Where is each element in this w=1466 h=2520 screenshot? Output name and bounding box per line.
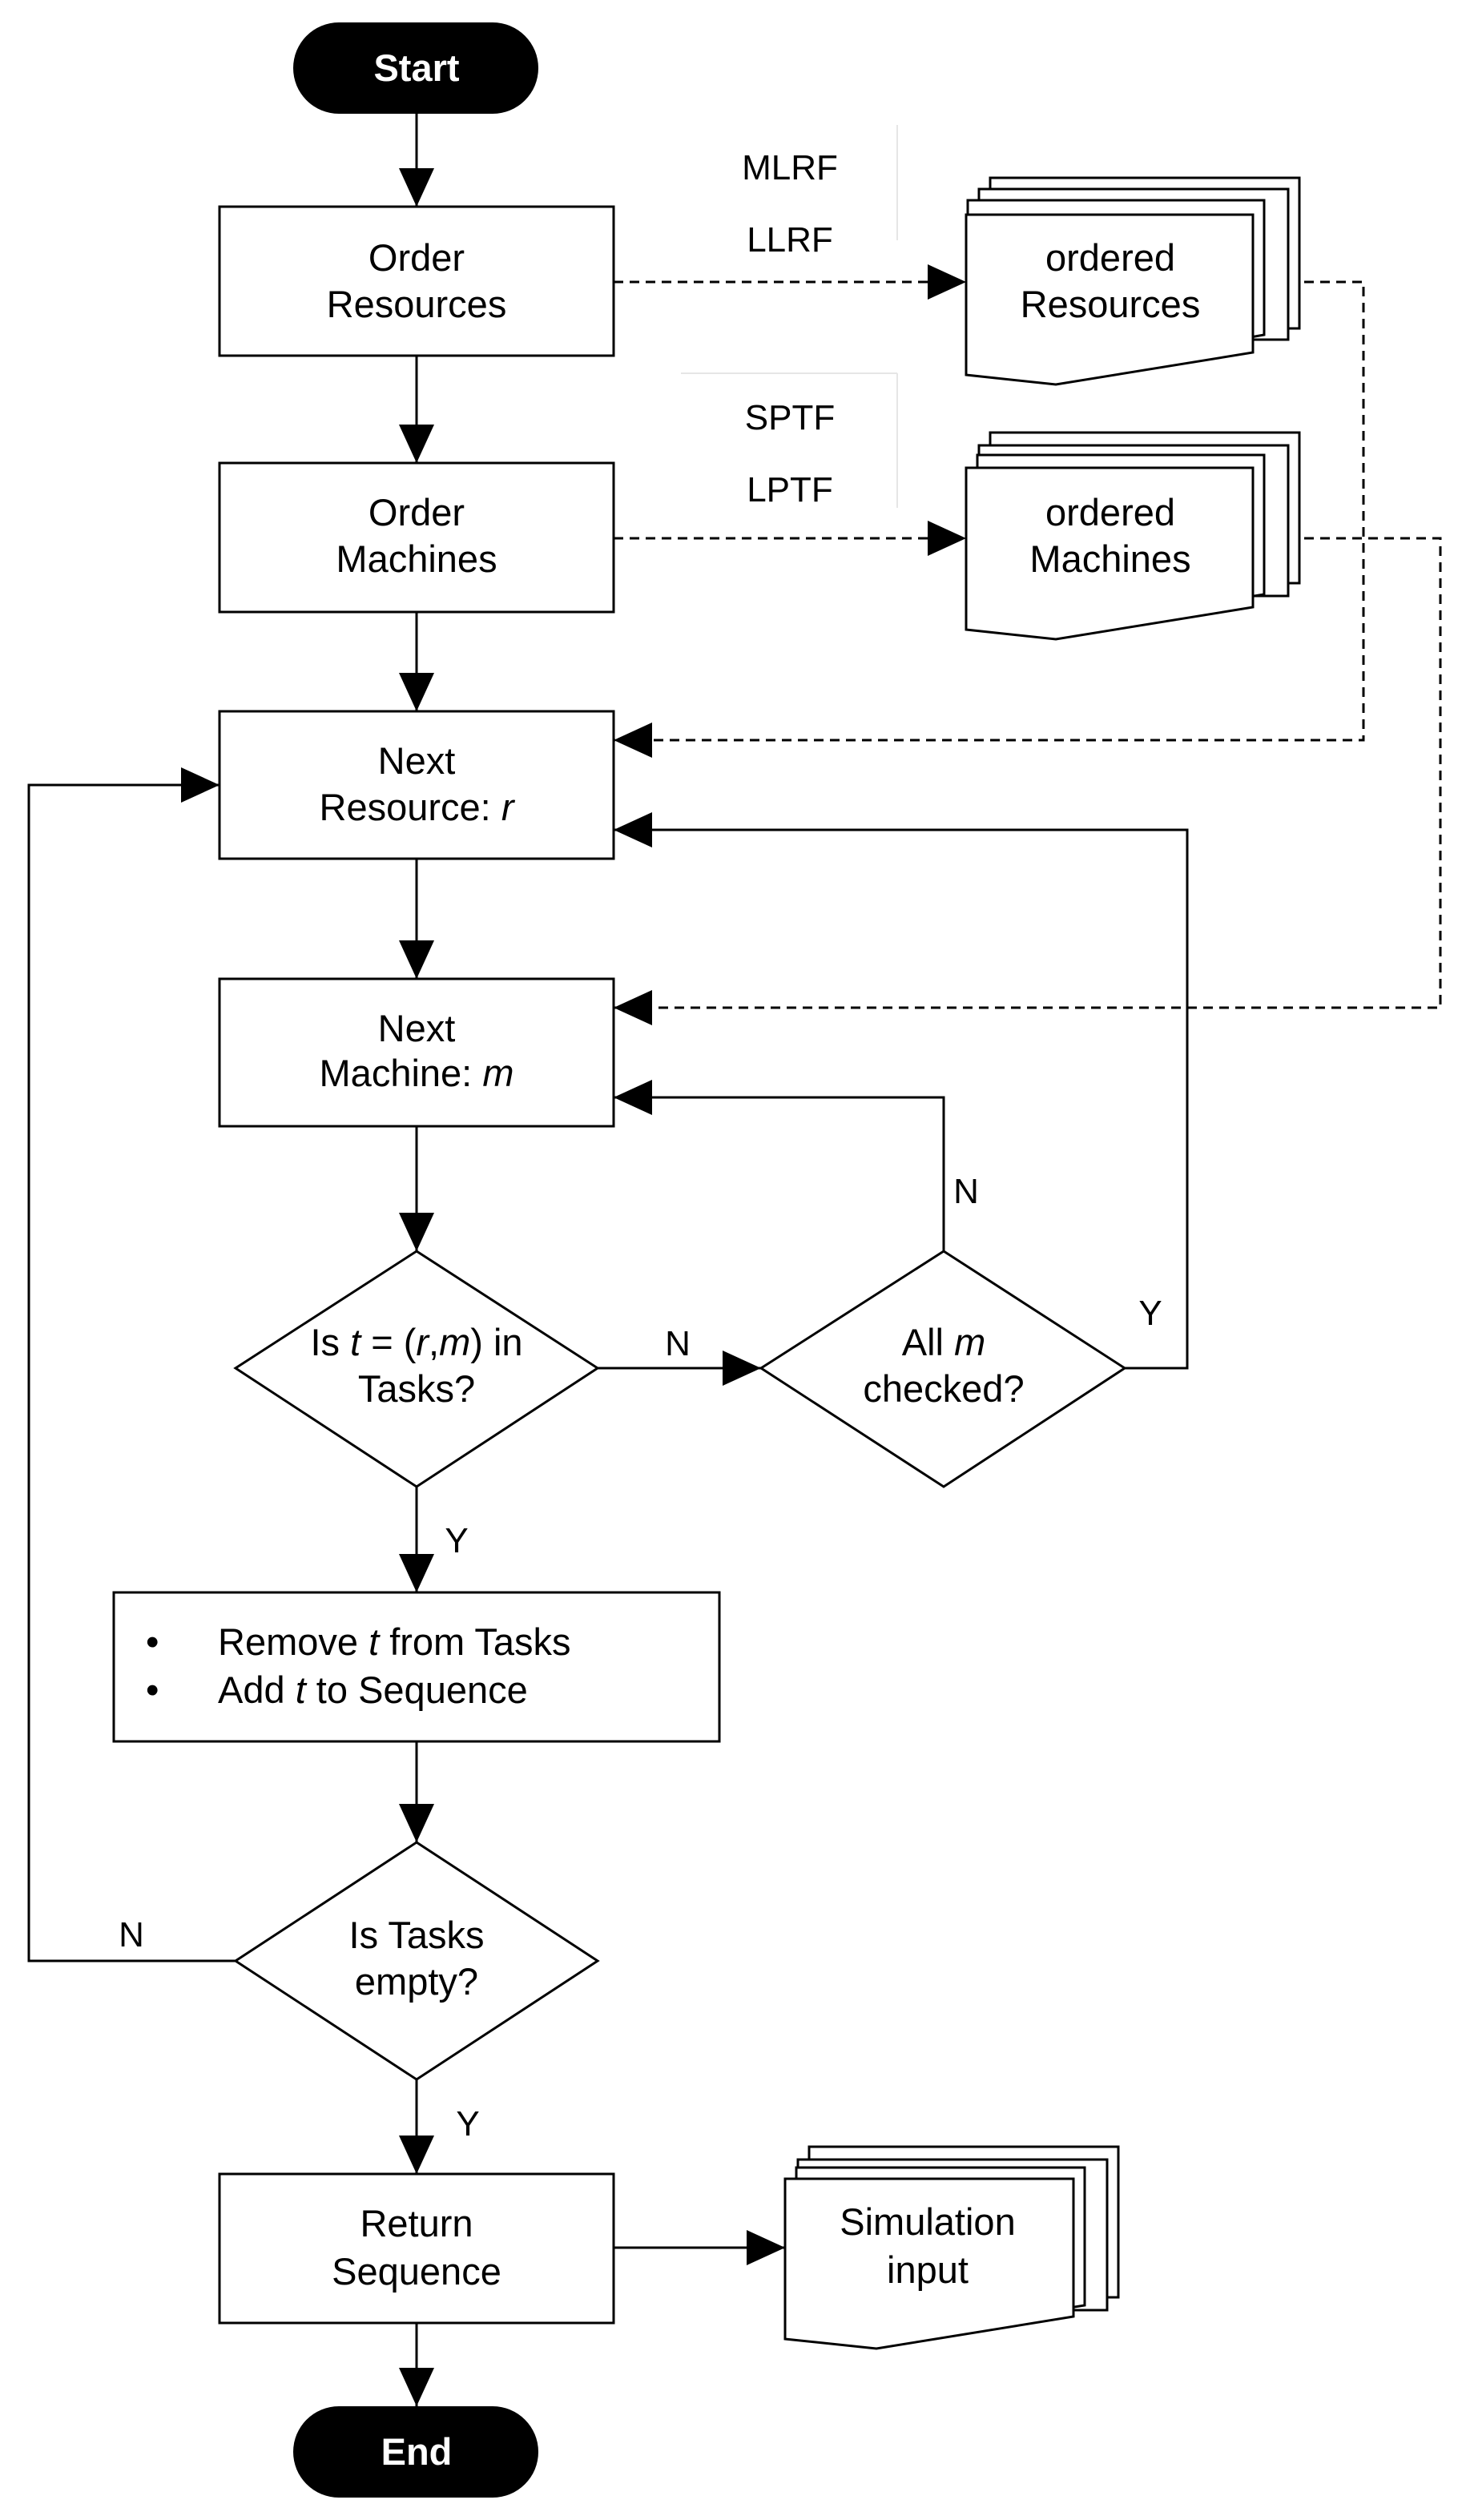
arrow-all-m-yes-to-next-resource xyxy=(614,812,1189,1370)
return-sequence-line1: Return xyxy=(360,2202,473,2244)
next-resource-line2: Resource: r xyxy=(320,786,516,828)
update-bullet-1: • xyxy=(146,1620,159,1663)
order-machines-line2: Machines xyxy=(336,537,497,580)
doc-ordered-machines: ordered Machines xyxy=(965,431,1301,641)
order-machines-line1: Order xyxy=(369,491,465,533)
machine-rules: SPTF LPTF xyxy=(681,372,898,509)
order-machines-box: Order Machines xyxy=(218,461,615,614)
next-machine-box: Next Machine: m xyxy=(218,977,615,1128)
decision-all-m-line1: All m xyxy=(902,1321,985,1363)
next-machine-line1: Next xyxy=(378,1007,456,1049)
decision-tasks-empty: Is Tasks empty? xyxy=(233,1841,600,2081)
edge-label-in-tasks-no: N xyxy=(665,1324,691,1363)
decision-empty-line2: empty? xyxy=(355,1960,478,2003)
dashed-arrow-doc-machines-to-next-machine xyxy=(614,537,1442,1025)
update-bullet-2: • xyxy=(146,1669,159,1711)
doc-machines-line1: ordered xyxy=(1045,491,1175,533)
connectors xyxy=(27,114,1442,2406)
edge-label-empty-yes: Y xyxy=(456,2104,479,2144)
decision-in-tasks-line1: Is t = (r,m) in xyxy=(310,1321,522,1363)
doc-resources-line1: ordered xyxy=(1045,236,1175,279)
return-sequence-box: Return Sequence xyxy=(218,2172,615,2325)
decision-empty-line1: Is Tasks xyxy=(349,1914,485,1956)
doc-simulation-line1: Simulation xyxy=(840,2200,1015,2243)
edge-label-in-tasks-yes: Y xyxy=(445,1521,468,1560)
update-item-remove: Remove t from Tasks xyxy=(218,1620,571,1663)
edge-label-all-m-no: N xyxy=(953,1172,979,1211)
decision-all-m-line2: checked? xyxy=(863,1367,1024,1410)
resource-rules: MLRF LLRF xyxy=(742,125,898,260)
order-resources-box: Order Resources xyxy=(218,205,615,357)
decision-in-tasks: Is t = (r,m) in Tasks? xyxy=(233,1250,600,1488)
update-item-add: Add t to Sequence xyxy=(218,1669,528,1711)
end-terminator: End xyxy=(293,2406,538,2498)
start-label: Start xyxy=(373,46,459,89)
edge-label-all-m-yes: Y xyxy=(1138,1294,1162,1333)
order-resources-line1: Order xyxy=(369,236,465,279)
rule-sptf: SPTF xyxy=(745,398,835,437)
rule-lptf: LPTF xyxy=(747,470,833,509)
dashed-arrow-doc-resources-to-next-resource xyxy=(614,280,1365,758)
doc-resources-line2: Resources xyxy=(1021,283,1201,325)
update-tasks-box: • Remove t from Tasks • Add t to Sequenc… xyxy=(112,1591,721,1743)
next-machine-line2: Machine: m xyxy=(320,1052,514,1094)
decision-all-m-checked: All m checked? xyxy=(759,1250,1127,1488)
order-resources-line2: Resources xyxy=(327,283,507,325)
rule-llrf: LLRF xyxy=(747,220,833,260)
next-resource-box: Next Resource: r xyxy=(218,710,615,860)
return-sequence-line2: Sequence xyxy=(332,2250,501,2293)
doc-simulation-line2: input xyxy=(887,2248,969,2291)
decision-in-tasks-line2: Tasks? xyxy=(358,1367,475,1410)
end-label: End xyxy=(381,2430,453,2473)
arrow-empty-no-to-next-resource xyxy=(27,767,236,1962)
doc-ordered-resources: ordered Resources xyxy=(965,176,1301,386)
doc-machines-line2: Machines xyxy=(1029,537,1190,580)
arrow-all-m-no-to-next-machine xyxy=(614,1080,945,1251)
start-terminator: Start xyxy=(293,22,538,114)
next-resource-line1: Next xyxy=(378,739,456,782)
rule-mlrf: MLRF xyxy=(742,148,838,187)
doc-simulation-input: Simulation input xyxy=(783,2145,1120,2350)
edge-label-empty-no: N xyxy=(119,1915,144,1954)
